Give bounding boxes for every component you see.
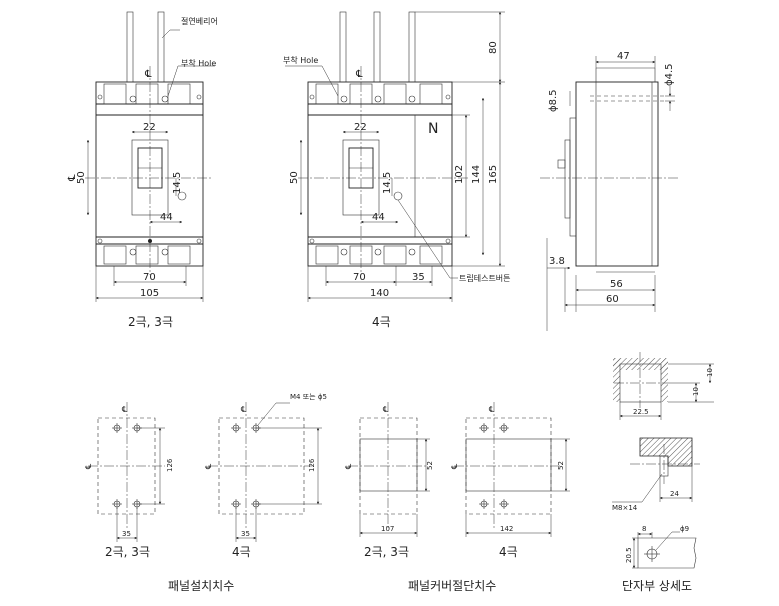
- centerline-symbol: ℄: [383, 405, 389, 414]
- dim-10: 10: [706, 368, 714, 377]
- dim-52: 52: [557, 461, 565, 470]
- breaker-body-4p: [307, 81, 453, 267]
- label-trip-test-button: 트립테스트버튼: [459, 273, 511, 283]
- bottom-terminals-4p: [309, 238, 451, 265]
- dim-80: 80: [488, 41, 499, 54]
- caption-4pole: 4극: [499, 545, 518, 559]
- breaker-body-3p: [95, 81, 204, 267]
- dim-50: 50: [76, 171, 87, 184]
- caption-3pole: 2극, 3극: [128, 315, 173, 329]
- terminal-detail-bottom: 8 ϕ9 20.5: [625, 525, 697, 569]
- dim-52: 52: [426, 461, 434, 470]
- bottom-terminals-3p: [97, 238, 202, 265]
- dim-107: 107: [381, 525, 394, 533]
- side-body: [575, 81, 659, 267]
- dim-140: 140: [370, 288, 389, 299]
- dim-35: 35: [122, 530, 131, 538]
- dim-35: 35: [412, 272, 425, 283]
- caption-4pole: 4극: [372, 315, 391, 329]
- dim-56: 56: [610, 279, 623, 290]
- side-view: 47 ϕ4.5 ϕ8.5 3.8 56 60: [540, 51, 680, 331]
- dim-10: 10: [692, 387, 700, 396]
- dim-22-5: 22.5: [633, 408, 649, 416]
- dim-24: 24: [670, 490, 679, 498]
- terminal-detail-middle: 24 M8×14: [612, 437, 700, 512]
- dim-14-5: 14.5: [382, 172, 393, 194]
- centerline-symbol: ℄: [144, 69, 152, 80]
- dim-70: 70: [143, 272, 156, 283]
- panel-cutout-4pole: ℄ ℄ 52 142 4극: [450, 402, 570, 559]
- dim-165: 165: [488, 165, 499, 184]
- centerline-symbol: ℄: [344, 463, 353, 469]
- dim-105: 105: [140, 288, 159, 299]
- dim-50: 50: [289, 171, 300, 184]
- dim-142: 142: [500, 525, 513, 533]
- panel-mount-4pole: ℄ ℄ M4 또는 ϕ5 126 35 4극: [204, 393, 327, 559]
- cables-4p: [339, 11, 416, 85]
- dim-44: 44: [372, 212, 385, 223]
- centerline-symbol: ℄: [67, 174, 78, 182]
- dim-35: 35: [241, 530, 250, 538]
- dim-126: 126: [308, 458, 316, 472]
- dim-phi-8-5: ϕ8.5: [548, 90, 559, 113]
- label-m8x14: M8×14: [612, 504, 638, 512]
- front-view-3pole: ℄ ℄ 절연베리어 부착 Hole 22 50 14.5 44 70 105 2…: [67, 11, 218, 329]
- trip-button-3p: [177, 191, 187, 201]
- terminal-detail-top: 10 10 22.5: [613, 352, 714, 420]
- top-terminals-3p: [97, 83, 202, 105]
- dim-60: 60: [606, 294, 619, 305]
- caption-4pole: 4극: [232, 545, 251, 559]
- label-insulation-barrier: 절연베리어: [181, 16, 218, 26]
- dim-22: 22: [354, 122, 367, 133]
- label-mount-hole: 부착 Hole: [283, 56, 318, 65]
- title-panel-mount-dims: 패널설치치수: [168, 579, 234, 593]
- caption-3pole: 2극, 3극: [105, 545, 150, 559]
- centerline-symbol: ℄: [241, 405, 247, 414]
- centerline-symbol: ℄: [84, 463, 93, 469]
- dim-70: 70: [353, 272, 366, 283]
- caption-3pole: 2극, 3극: [364, 545, 409, 559]
- dim-126: 126: [166, 458, 174, 472]
- title-panel-cover-cutout: 패널커버절단치수: [408, 579, 496, 593]
- centerline-symbol: ℄: [489, 405, 495, 414]
- dim-phi-9: ϕ9: [680, 525, 689, 533]
- centerline-symbol: ℄: [204, 463, 213, 469]
- title-terminal-detail: 단자부 상세도: [622, 579, 692, 593]
- dim-14-5: 14.5: [172, 172, 183, 194]
- dim-44: 44: [160, 212, 173, 223]
- dim-102: 102: [454, 165, 465, 184]
- centerline-symbol: ℄: [355, 69, 363, 80]
- dim-phi-4-5: ϕ4.5: [664, 64, 675, 87]
- neutral-mark: N: [428, 121, 438, 137]
- front-view-4pole: N ℄ 부착 Hole 22 50 14.5 44 70: [283, 11, 511, 329]
- dim-3-8: 3.8: [549, 256, 565, 267]
- dim-144: 144: [471, 165, 482, 184]
- panel-cutout-3pole: ℄ ℄ 52 107 2극, 3극: [344, 402, 434, 559]
- dim-20-5: 20.5: [625, 547, 633, 563]
- panel-mount-3pole: ℄ ℄ 126 35 2극, 3극: [84, 402, 174, 559]
- label-m4-or-phi5: M4 또는 ϕ5: [290, 393, 327, 401]
- centerline-symbol: ℄: [450, 463, 459, 469]
- dim-22: 22: [143, 122, 156, 133]
- label-mount-hole: 부착 Hole: [181, 59, 216, 68]
- dim-47: 47: [617, 51, 630, 62]
- dim-8: 8: [642, 525, 646, 533]
- centerline-symbol: ℄: [122, 405, 128, 414]
